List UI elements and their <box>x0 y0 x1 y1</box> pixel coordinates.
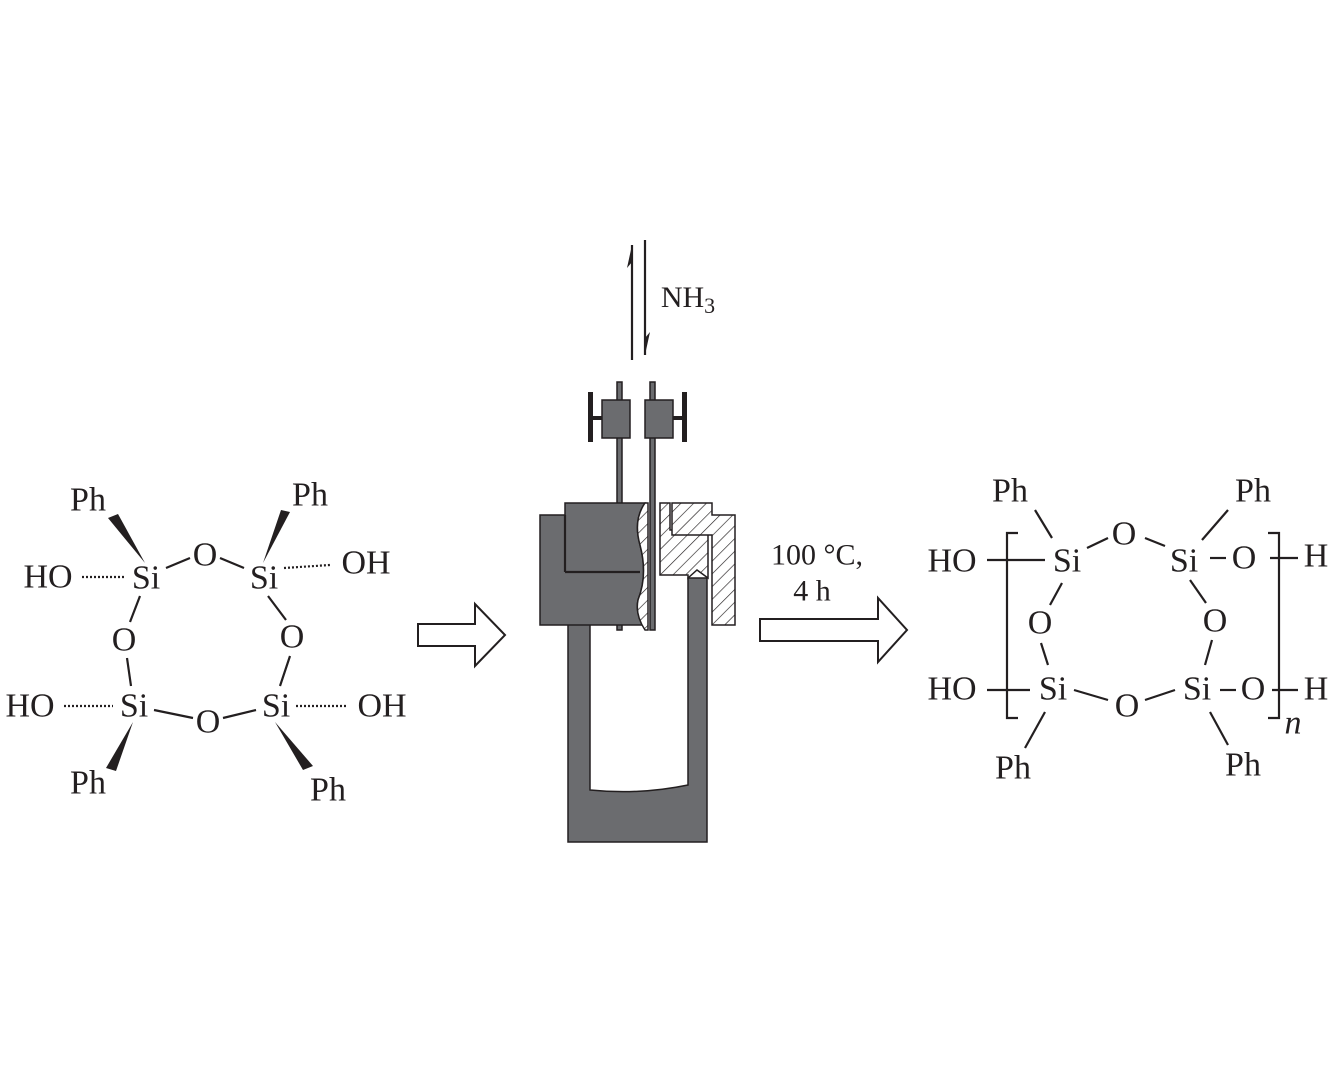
oxygen-label: O <box>1115 688 1140 725</box>
valve <box>644 399 674 439</box>
silicon-label: Si <box>1183 671 1211 708</box>
reaction-arrow-1 <box>417 601 507 669</box>
wedge-bond <box>108 514 145 563</box>
oxygen-label: O <box>193 537 218 574</box>
valve-handle <box>682 392 687 442</box>
seal-section <box>636 502 649 631</box>
hydroxyl-label: HO <box>927 543 976 580</box>
silicon-label: Si <box>132 560 160 597</box>
hydroxyl-label: OH <box>357 688 406 725</box>
outlet-tube <box>649 381 656 631</box>
hydroxyl-label: HO <box>23 559 72 596</box>
gas-label: NH3 <box>661 281 715 318</box>
silicon-label: Si <box>262 688 290 725</box>
temperature-label: 100 °C, <box>771 539 863 572</box>
hydroxyl-label: HO <box>927 671 976 708</box>
left-bracket <box>1005 531 1018 720</box>
phenyl-label: Ph <box>995 750 1031 787</box>
silicon-label: Si <box>1039 671 1067 708</box>
repeat-unit-label: n <box>1285 705 1302 742</box>
clamp-section <box>671 502 736 626</box>
phenyl-label: Ph <box>1235 473 1271 510</box>
hydroxyl-label: OH <box>341 545 390 582</box>
oxygen-label: O <box>112 622 137 659</box>
vessel-body <box>567 577 708 843</box>
wedge-bond <box>275 722 313 770</box>
valve <box>601 399 631 439</box>
oxygen-label: O <box>1232 540 1257 577</box>
reaction-arrow-2 <box>759 595 909 665</box>
hydrogen-label: H <box>1304 538 1329 575</box>
time-label: 4 h <box>793 575 831 608</box>
phenyl-label: Ph <box>310 772 346 809</box>
silicon-label: Si <box>1170 543 1198 580</box>
flange-section <box>659 502 709 580</box>
oxygen-label: O <box>1241 671 1266 708</box>
right-bracket <box>1268 531 1281 720</box>
silicon-label: Si <box>250 560 278 597</box>
reactant-cyclotetrasiloxanol: Ph Ph HO Si O Si OH O O HO Si O Si OH Ph… <box>5 477 406 809</box>
phenyl-label: Ph <box>1225 747 1261 784</box>
reactor-vessel: NH3 <box>539 240 736 843</box>
hydrogen-label: H <box>1304 671 1329 708</box>
phenyl-label: Ph <box>70 482 106 519</box>
silicon-label: Si <box>120 688 148 725</box>
silicon-label: Si <box>1053 543 1081 580</box>
oxygen-label: O <box>196 704 221 741</box>
wedge-bond <box>263 510 290 563</box>
phenyl-label: Ph <box>292 477 328 514</box>
oxygen-label: O <box>1028 605 1053 642</box>
vessel-lid <box>539 502 647 626</box>
oxygen-label: O <box>1203 603 1228 640</box>
phenyl-label: Ph <box>70 765 106 802</box>
oxygen-label: O <box>280 619 305 656</box>
phenyl-label: Ph <box>992 473 1028 510</box>
wedge-bond <box>106 722 133 771</box>
product-polymer: Ph Ph HO Si O Si O H O O HO Si O Si O H … <box>927 473 1328 787</box>
hydroxyl-label: HO <box>5 688 54 725</box>
oxygen-label: O <box>1112 516 1137 553</box>
